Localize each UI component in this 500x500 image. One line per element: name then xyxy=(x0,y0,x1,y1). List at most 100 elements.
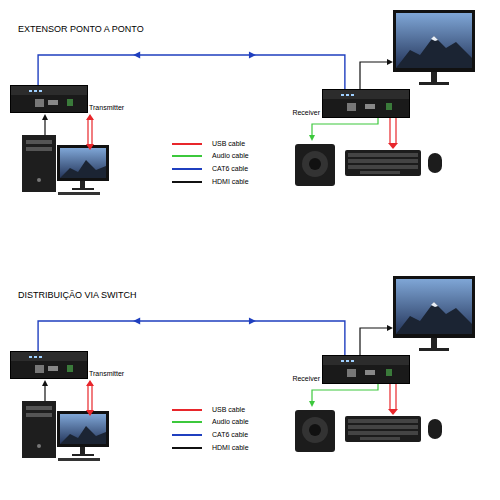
legend-swatch xyxy=(172,143,202,145)
legend-text: HDMI cable xyxy=(212,178,249,185)
legend-text: Audio cable xyxy=(212,418,249,425)
device-top xyxy=(323,356,409,365)
speaker xyxy=(295,144,335,186)
rj45-port xyxy=(347,103,356,111)
hdmi-port xyxy=(365,370,375,375)
snow xyxy=(431,36,438,41)
audio-wire xyxy=(312,118,378,136)
pc-tower xyxy=(22,135,56,192)
usb-port xyxy=(67,365,73,372)
legend-text: Audio cable xyxy=(212,152,249,159)
led xyxy=(351,94,354,96)
arrowhead xyxy=(42,114,48,120)
usb-wire xyxy=(91,118,92,146)
led xyxy=(34,356,37,358)
arrowhead xyxy=(309,135,315,141)
led xyxy=(29,356,32,358)
drive-bay xyxy=(26,147,52,151)
legend-swatch xyxy=(172,409,202,411)
keys xyxy=(348,153,418,174)
rj45-port xyxy=(35,99,44,107)
usb-port xyxy=(67,99,73,106)
usb-wire xyxy=(87,118,88,146)
monitor-base xyxy=(72,188,94,190)
hdmi-port xyxy=(48,366,58,371)
hdmi-port xyxy=(48,100,58,105)
legend-text: USB cable xyxy=(212,406,245,413)
speaker-cone xyxy=(309,158,321,170)
usb-wire xyxy=(389,118,390,144)
led xyxy=(39,90,42,92)
keyboard xyxy=(345,150,421,176)
legend-swatch xyxy=(172,168,202,170)
device-top xyxy=(11,352,87,361)
monitor-frame xyxy=(393,10,475,72)
device-label: Transmitter xyxy=(89,104,124,111)
arrowhead xyxy=(388,143,398,149)
cat6-connector xyxy=(38,52,345,90)
device-top xyxy=(323,90,409,99)
arrowhead xyxy=(387,59,393,65)
device-label: Receiver xyxy=(292,109,320,116)
panel-art-copy xyxy=(22,276,475,461)
usb-port xyxy=(386,103,392,110)
monitor-frame xyxy=(57,145,109,181)
arrowhead xyxy=(133,318,140,325)
keyboard xyxy=(58,192,100,195)
legend-swatch xyxy=(172,434,202,436)
arrowhead xyxy=(249,318,256,325)
mountain xyxy=(396,36,472,68)
arrowhead xyxy=(133,52,140,59)
monitor-stand xyxy=(80,181,85,188)
usb-port xyxy=(386,369,392,376)
extender-device: Receiver xyxy=(322,89,410,118)
legend-text: CAT6 cable xyxy=(212,431,248,438)
led xyxy=(351,360,354,362)
rj45-port xyxy=(35,365,44,373)
legend-text: HDMI cable xyxy=(212,444,249,451)
extender-device: Transmitter xyxy=(10,351,88,379)
legend-swatch xyxy=(172,155,202,157)
led xyxy=(34,90,37,92)
extender-device: Receiver xyxy=(322,355,410,384)
legend-swatch xyxy=(172,181,202,183)
monitor-screen xyxy=(60,148,106,178)
legend-swatch xyxy=(172,421,202,423)
legend-text: CAT6 cable xyxy=(212,165,248,172)
device-label: Transmitter xyxy=(89,370,124,377)
arrowhead xyxy=(86,114,94,120)
monitor-stand xyxy=(431,72,437,82)
cat6-line xyxy=(38,55,345,89)
arrowhead xyxy=(86,144,94,150)
usb-wire xyxy=(395,118,396,144)
cat6-connector xyxy=(38,318,345,356)
device-label: Receiver xyxy=(292,375,320,382)
speaker-cone xyxy=(302,151,328,177)
panel-title: EXTENSOR PONTO A PONTO xyxy=(18,24,144,34)
panel-art xyxy=(22,10,475,195)
led xyxy=(39,356,42,358)
mountain xyxy=(60,160,106,178)
led xyxy=(29,90,32,92)
legend-swatch xyxy=(172,447,202,449)
device-top xyxy=(11,86,87,95)
led xyxy=(341,360,344,362)
legend-text: USB cable xyxy=(212,140,245,147)
drive-bay xyxy=(26,140,52,144)
power-button xyxy=(37,178,41,182)
monitor-base xyxy=(419,82,449,85)
led xyxy=(346,94,349,96)
panel-title: DISTRIBUIÇÃO VIA SWITCH xyxy=(18,290,137,300)
led xyxy=(346,360,349,362)
rj45-port xyxy=(347,369,356,377)
cat6-line xyxy=(38,321,345,355)
hdmi-port xyxy=(365,104,375,109)
mouse xyxy=(428,153,442,173)
hdmi-wire xyxy=(360,62,388,89)
hdmi-wire xyxy=(44,118,45,135)
extender-device: Transmitter xyxy=(10,85,88,113)
arrowhead xyxy=(249,52,256,59)
led xyxy=(341,94,344,96)
